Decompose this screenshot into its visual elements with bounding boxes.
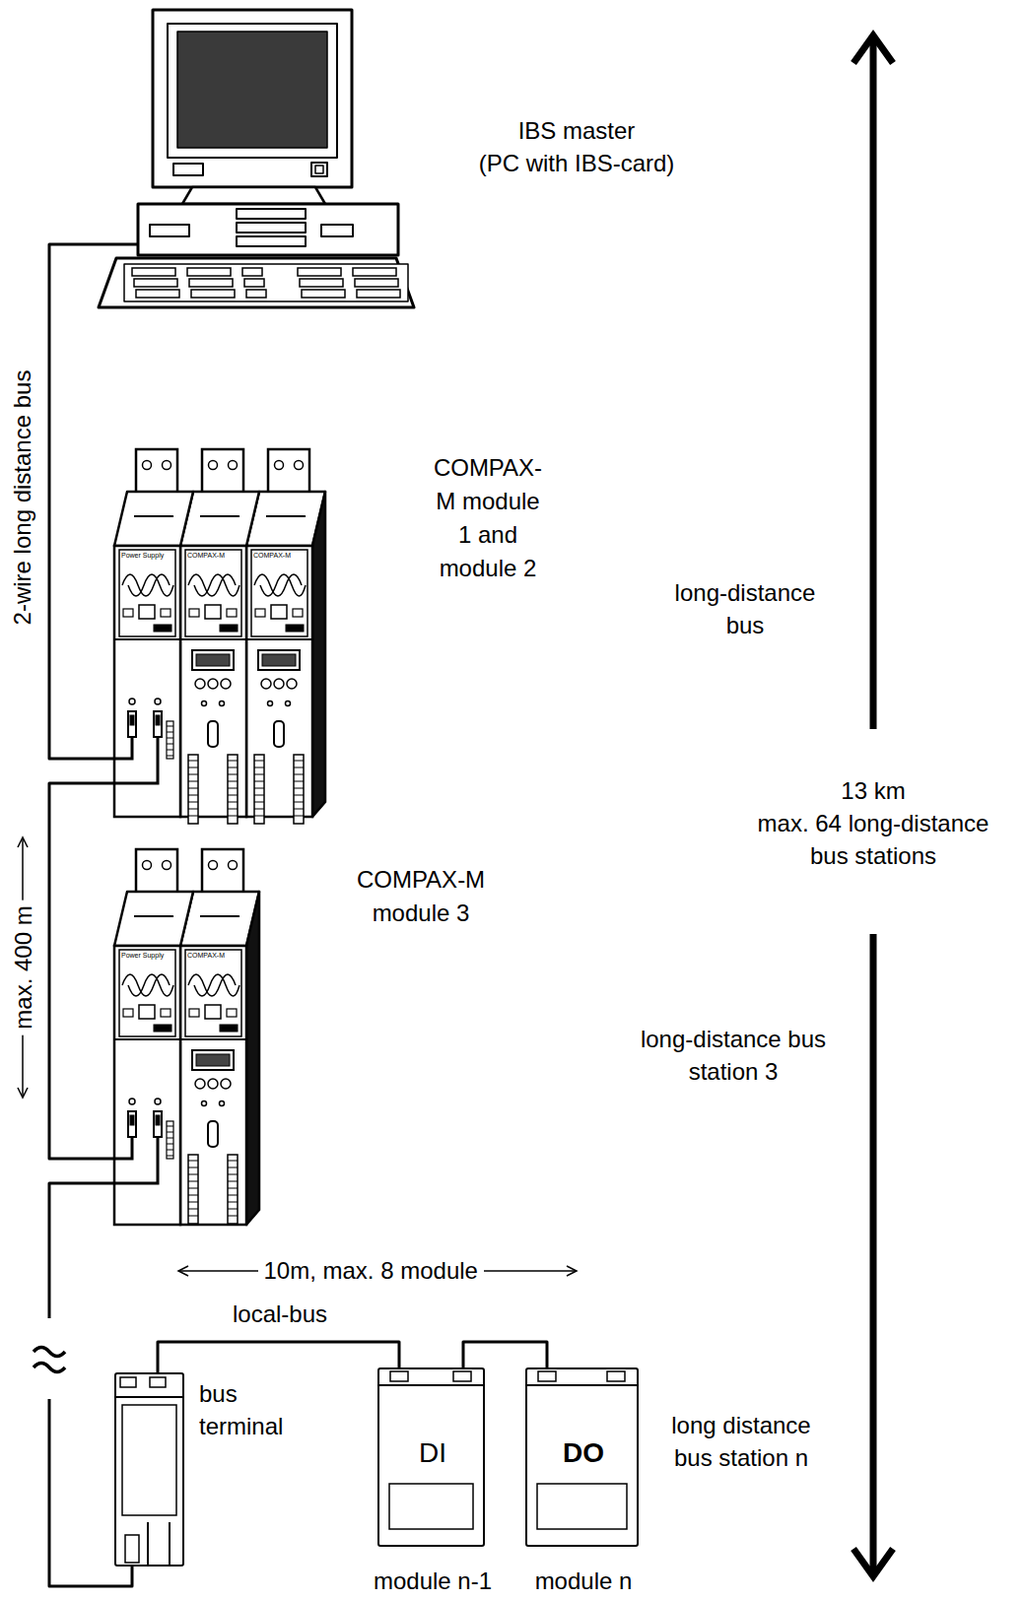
station-count: max. 64 long-distance bus stations (738, 807, 1010, 873)
node-title: COMPAX-M module 3 (349, 863, 493, 931)
pc-master: IBS master(PC with IBS-card) (137, 204, 399, 256)
module-marking: COMPAX-M (253, 551, 291, 560)
node-subtitle: (PC with IBS-card) (438, 146, 715, 180)
bus-terminal: bus terminal (114, 1372, 185, 1568)
module-type: DI (388, 1436, 478, 1470)
module-marking: Power Supply (121, 551, 164, 560)
edge-label: local-bus (232, 1300, 328, 1329)
station-label: long distance bus station n (652, 1409, 830, 1475)
node-title: bus terminal (199, 1377, 318, 1443)
module-caption: module n-1 (358, 1569, 507, 1595)
section-label: long-distance bus (656, 576, 834, 642)
bus-cable (49, 244, 138, 759)
length-label: 13 km (804, 774, 943, 808)
node-title: COMPAX-M module 1 and module 2 (427, 451, 548, 586)
keyboard (98, 258, 414, 308)
compax-module-group: COMPAX-M module 3 (114, 847, 260, 1226)
bus-cable (463, 1342, 547, 1368)
module-marking: Power Supply (121, 952, 164, 960)
io-module: DOmodule n (525, 1367, 639, 1548)
bus-cable (49, 783, 115, 1160)
node-title: IBS master (438, 114, 715, 147)
compax-module-group: COMPAX-M module 1 and module 2 (114, 447, 326, 818)
dimension-label: 10m, max. 8 module (258, 1257, 484, 1286)
dimension-label: max. 400 m (8, 899, 37, 1035)
module-marking: COMPAX-M (187, 952, 225, 960)
pc-base-unit (137, 204, 399, 256)
monitor (152, 9, 352, 188)
station-label: long-distance bus station 3 (614, 1023, 852, 1089)
io-module: DImodule n-1 (377, 1367, 485, 1548)
module-type: DO (539, 1436, 628, 1470)
module-caption: module n (509, 1569, 658, 1595)
bus-label: 2-wire long distance bus (8, 370, 37, 626)
module-marking: COMPAX-M (187, 551, 225, 560)
bus-cable (157, 1342, 400, 1373)
